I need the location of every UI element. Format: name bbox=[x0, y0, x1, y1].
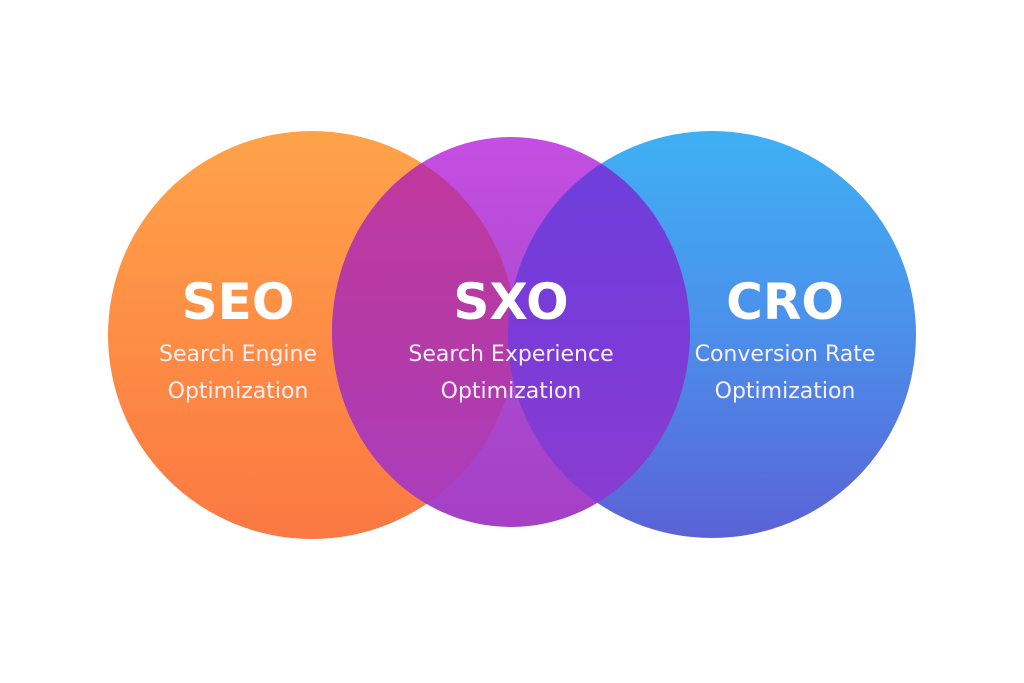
cro-subtitle: Conversion Rate Optimization bbox=[694, 342, 876, 404]
cro-title: CRO bbox=[726, 273, 844, 331]
seo-subtitle: Search Engine Optimization bbox=[159, 342, 317, 404]
sxo-circle bbox=[332, 137, 690, 527]
sxo-title: SXO bbox=[453, 273, 569, 331]
seo-label: SEO Search Engine Optimization bbox=[98, 274, 378, 410]
sxo-label: SXO Search Experience Optimization bbox=[371, 274, 651, 410]
seo-title: SEO bbox=[181, 273, 295, 331]
cro-label: CRO Conversion Rate Optimization bbox=[645, 274, 925, 410]
sxo-subtitle: Search Experience Optimization bbox=[408, 342, 614, 404]
